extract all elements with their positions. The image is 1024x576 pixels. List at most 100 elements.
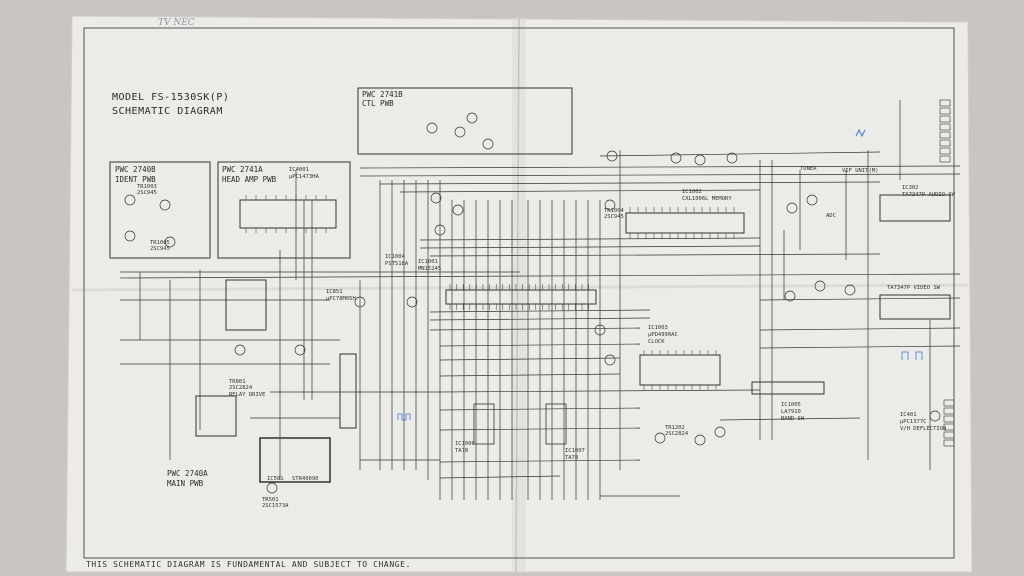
transistor-symbol bbox=[784, 290, 796, 302]
transistor-symbol bbox=[670, 152, 682, 164]
wire bbox=[759, 327, 961, 331]
connector-pin bbox=[939, 139, 951, 147]
connector-pin bbox=[943, 431, 955, 439]
adc-label: ADC bbox=[826, 213, 836, 219]
transistor-symbol bbox=[164, 236, 176, 248]
transistor-symbol bbox=[844, 284, 856, 296]
tr-ident-2: TR1005 2SC945 bbox=[150, 240, 170, 253]
transistor-symbol bbox=[604, 354, 616, 366]
transistor-symbol bbox=[604, 199, 616, 211]
connector-pin bbox=[939, 123, 951, 131]
board-ident-sub: IDENT PWB bbox=[115, 175, 156, 184]
vif-label: VIF UNIT(M) bbox=[842, 168, 879, 174]
transistor-symbol bbox=[452, 204, 464, 216]
wire bbox=[359, 165, 961, 169]
board-ctl-sub: CTL PWB bbox=[362, 99, 394, 108]
ic301-part: TA7347P VIDEO SW bbox=[887, 285, 940, 291]
ic1005-extra: BAND SW bbox=[781, 416, 805, 422]
bridge-rectifier-block bbox=[225, 279, 267, 331]
transistor-symbol bbox=[454, 126, 466, 138]
transistor-symbol bbox=[430, 192, 442, 204]
wire bbox=[439, 357, 621, 361]
wire bbox=[759, 345, 961, 349]
wire bbox=[419, 245, 761, 249]
transistor-symbol bbox=[124, 230, 136, 242]
title-model: MODEL FS-1530SK(P) bbox=[112, 92, 230, 103]
horizontal-fold bbox=[71, 283, 969, 292]
wire bbox=[419, 237, 761, 241]
transistor-symbol bbox=[234, 344, 246, 356]
ic1006-block bbox=[473, 403, 495, 445]
ident-board-frame bbox=[109, 161, 211, 259]
ic1007-block bbox=[545, 403, 567, 445]
transistor-symbol bbox=[929, 410, 941, 422]
transistor-symbol bbox=[466, 112, 478, 124]
transistor-symbol bbox=[159, 199, 171, 211]
transistor-symbol bbox=[726, 152, 738, 164]
transistor-symbol bbox=[814, 280, 826, 292]
ic1003-block bbox=[639, 354, 721, 386]
board-head-name: PWC 2741A bbox=[222, 165, 263, 174]
ic1003-extra: CLOCK bbox=[648, 339, 665, 345]
wire bbox=[399, 189, 761, 193]
board-main-name: PWC 2740A bbox=[167, 469, 208, 478]
ic1002-part: CXL1006L MEMORY bbox=[682, 196, 732, 202]
ic1001-part: MN15245 bbox=[418, 266, 442, 272]
wire bbox=[379, 181, 881, 185]
transistor-symbol bbox=[482, 138, 494, 150]
transistor-symbol bbox=[714, 426, 726, 438]
wire bbox=[719, 417, 861, 421]
board-ident-name: PWC 2740B bbox=[115, 165, 156, 174]
ic302-ref: IC302 bbox=[902, 185, 919, 191]
ic401-extra: V/H DEFLECTION bbox=[900, 426, 947, 432]
connector-pin bbox=[943, 407, 955, 415]
ic1006-part: TA78 bbox=[455, 448, 469, 454]
board-ctl-name: PWC 2741B bbox=[362, 90, 403, 99]
connector-pin bbox=[943, 423, 955, 431]
wire bbox=[359, 173, 961, 177]
ic1005-part: LA7910 bbox=[781, 409, 801, 415]
head-amp-board-frame bbox=[217, 161, 351, 259]
ic1007-part: TA78 bbox=[565, 455, 579, 461]
connector-pin bbox=[943, 399, 955, 407]
ic401-ref: IC401 bbox=[900, 412, 917, 418]
board-head-sub: HEAD AMP PWB bbox=[222, 175, 277, 184]
drawing-border bbox=[83, 27, 955, 559]
footer-disclaimer: THIS SCHEMATIC DIAGRAM IS FUNDAMENTAL AN… bbox=[86, 560, 411, 569]
wiring bbox=[119, 100, 961, 500]
transistor-symbol bbox=[354, 296, 366, 308]
ic501-part: STR40090 bbox=[292, 476, 319, 482]
connector-pin bbox=[939, 115, 951, 123]
transistor-symbol bbox=[426, 122, 438, 134]
transistor-symbol bbox=[406, 296, 418, 308]
connector-pin bbox=[943, 439, 955, 447]
paper-fold bbox=[512, 18, 526, 572]
wire bbox=[439, 373, 621, 377]
wire bbox=[599, 151, 881, 157]
connector-pin bbox=[939, 155, 951, 163]
ic1001-block bbox=[445, 289, 597, 305]
waveform-mark bbox=[397, 413, 411, 421]
ic4001-block bbox=[239, 199, 337, 229]
ic501-block bbox=[259, 437, 331, 483]
ic1002-ref: IC1002 bbox=[682, 189, 702, 195]
ic1007-ref: IC1007 bbox=[565, 448, 585, 454]
handwritten-mark bbox=[855, 128, 866, 138]
title-diagram: SCHEMATIC DIAGRAM bbox=[112, 106, 223, 117]
component-blocks bbox=[109, 87, 955, 494]
connector-pin bbox=[939, 147, 951, 155]
transformer-block bbox=[339, 353, 357, 429]
handwritten-note: TV NEC bbox=[158, 18, 195, 28]
ic1004-ref: IC1004 bbox=[385, 254, 405, 260]
fold-line bbox=[515, 17, 520, 573]
ic1003-ref: IC1003 bbox=[648, 325, 668, 331]
ic1004-part: PST518A bbox=[385, 261, 409, 267]
waveform-mark bbox=[901, 351, 923, 360]
transistor-symbol bbox=[294, 344, 306, 356]
ic1001-ref: IC1001 bbox=[418, 259, 438, 265]
ic1003-part: μPD4990AC bbox=[648, 332, 678, 338]
ctl-board-frame bbox=[357, 87, 573, 155]
ic1002-block bbox=[625, 212, 745, 234]
transistor-symbol bbox=[124, 194, 136, 206]
